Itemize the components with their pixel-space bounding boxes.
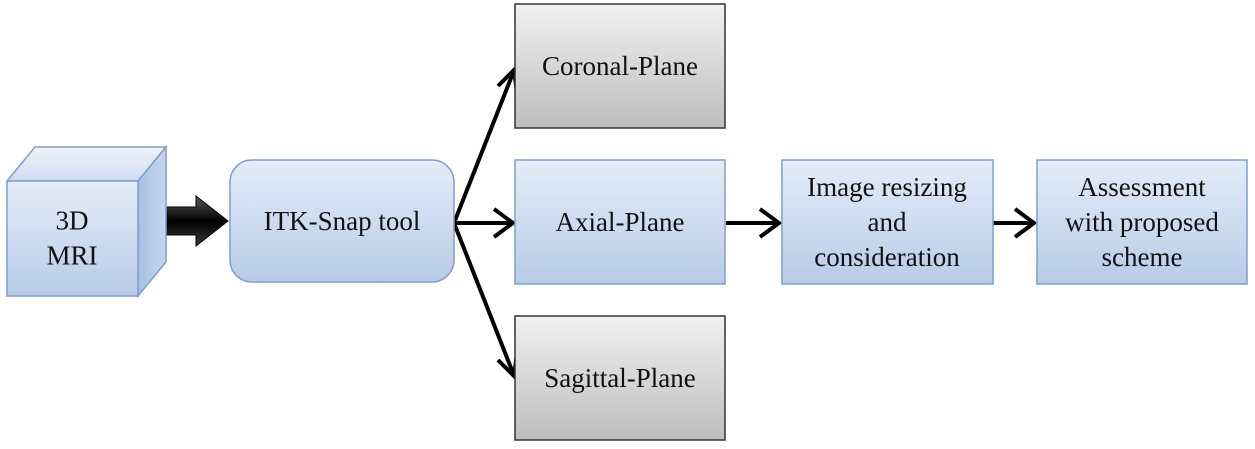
node-label-line: MRI [46,241,97,271]
node-label-itk-snap: ITK-Snap tool [264,206,421,236]
node-label-line: ITK-Snap tool [264,206,421,236]
node-image-resizing: Image resizing and consideration [781,159,994,285]
node-label-coronal-plane: Coronal-Plane [542,51,698,81]
node-3d-mri: 3D MRI [5,144,168,299]
node-label-line: Axial-Plane [556,207,685,237]
node-assessment: Assessment with proposed scheme [1036,159,1248,285]
node-label-line: 3D [56,206,89,236]
node-label-image-resizing: Image resizing and consideration [807,172,967,272]
node-label-3d-mri: 3D MRI [46,206,97,271]
edge-itk-to-coronal [452,65,519,224]
node-label-line: scheme [1102,242,1183,272]
cube-front-face [6,180,139,297]
node-itk-snap: ITK-Snap tool [229,159,455,283]
node-label-line: Image resizing [807,172,967,202]
node-label-line: and [868,207,907,237]
edge-itk-to-axial [454,207,517,239]
edge-axial-to-resize [726,207,783,239]
edge-resize-to-assess [993,207,1038,239]
node-label-line: Sagittal-Plane [544,363,695,393]
node-sagittal-plane: Sagittal-Plane [514,315,726,441]
node-coronal-plane: Coronal-Plane [514,3,726,129]
node-label-assessment: Assessment with proposed scheme [1065,172,1219,272]
node-axial-plane: Axial-Plane [514,159,726,285]
node-label-line: Coronal-Plane [542,51,698,81]
node-label-line: consideration [814,242,960,272]
node-label-line: Assessment [1078,172,1206,202]
edge-itk-to-sagittal [452,222,519,381]
node-label-sagittal-plane: Sagittal-Plane [544,363,695,393]
edges [151,65,1038,381]
nodes: 3D MRI ITK-Snap tool Coronal-Plane Axial-… [5,3,1248,441]
node-label-axial-plane: Axial-Plane [556,207,685,237]
node-label-line: with proposed [1065,207,1219,237]
